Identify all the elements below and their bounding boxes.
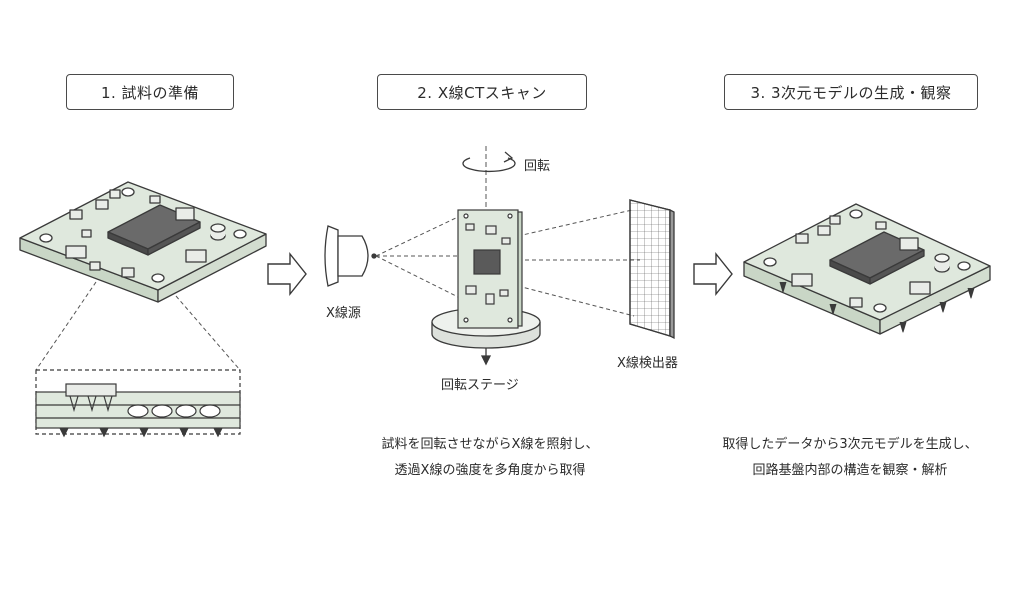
step-1-label: 1. 試料の準備 <box>100 83 200 102</box>
step-3-label: 3. 3次元モデルの生成・観察 <box>750 83 952 102</box>
step-3-caption-line-1: 取得したデータから3次元モデルを生成し、 <box>722 437 978 452</box>
zoom-guide-lines <box>35 281 241 371</box>
rotation-arrow-icon <box>462 151 516 173</box>
xray-source <box>324 225 377 287</box>
cross-section-view <box>35 369 241 438</box>
step-2-caption-line-2: 透過X線の強度を多角度から取得 <box>394 463 586 478</box>
step-3-box: 3. 3次元モデルの生成・観察 <box>724 74 978 110</box>
step-2-caption: 試料を回転させながらX線を照射し、 透過X線の強度を多角度から取得 <box>350 432 630 484</box>
arrow-2-to-3 <box>693 252 733 296</box>
rotation-label: 回転 <box>524 159 551 174</box>
step-3-caption-line-2: 回路基盤内部の構造を観察・解析 <box>752 463 948 478</box>
3d-model-pcb <box>743 203 991 335</box>
xray-beams <box>375 209 640 317</box>
step-1-box: 1. 試料の準備 <box>66 74 234 110</box>
xray-source-label: X線源 <box>326 306 361 321</box>
rotation-stage-label: 回転ステージ <box>441 378 519 393</box>
sample-on-stage <box>457 209 523 329</box>
arrow-1-to-2 <box>267 252 307 296</box>
step-2-caption-line-1: 試料を回転させながらX線を照射し、 <box>381 437 599 452</box>
xray-detector <box>629 199 675 340</box>
step-3-caption: 取得したデータから3次元モデルを生成し、 回路基盤内部の構造を観察・解析 <box>700 432 1000 484</box>
detector-label: X線検出器 <box>617 356 678 371</box>
step-2-label: 2. X線CTスキャン <box>417 83 547 102</box>
sample-pcb-board <box>19 181 267 303</box>
step-2-box: 2. X線CTスキャン <box>377 74 587 110</box>
